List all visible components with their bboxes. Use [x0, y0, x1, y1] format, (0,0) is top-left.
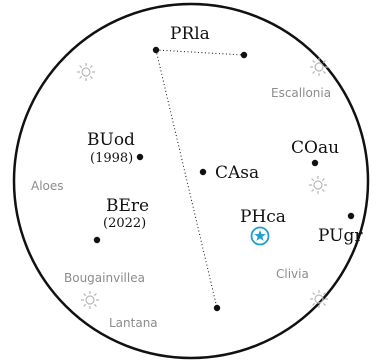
- boundary-circle: [12, 2, 370, 360]
- station-dot-pugr[interactable]: [347, 212, 355, 220]
- plant-label-aloes: Aloes: [31, 179, 64, 193]
- station-label-pugr: PUgr: [318, 226, 363, 246]
- station-dot-casa[interactable]: [199, 168, 207, 176]
- station-dot-coau[interactable]: [311, 159, 319, 167]
- station-label-casa: CAsa: [215, 163, 259, 183]
- station-dot-prla-end[interactable]: [240, 51, 248, 59]
- sun-icon: [77, 63, 95, 81]
- sun-icon: [310, 58, 328, 76]
- dotted-path: [155, 49, 245, 309]
- station-label-phca: PHca: [240, 207, 286, 227]
- station-dot-prla[interactable]: [152, 46, 160, 54]
- station-year-bere: (2022): [103, 216, 146, 231]
- sun-icon: [309, 176, 327, 194]
- station-dot-bere[interactable]: [93, 236, 101, 244]
- station-label-coau: COau: [291, 138, 339, 158]
- station-dot-lower[interactable]: [213, 304, 221, 312]
- sun-icon: [81, 291, 99, 309]
- sun-icon: [310, 290, 328, 308]
- station-label-bere: BEre: [106, 196, 149, 216]
- plant-label-lantana: Lantana: [109, 316, 158, 330]
- station-year-buod: (1998): [90, 151, 133, 166]
- plant-label-escallonia: Escallonia: [271, 86, 331, 100]
- station-dot-buod[interactable]: [136, 153, 144, 161]
- station-label-buod: BUod: [87, 130, 135, 150]
- star-marker-icon[interactable]: [250, 226, 270, 246]
- station-label-prla: PRla: [170, 24, 210, 44]
- plant-label-clivia: Clivia: [276, 267, 309, 281]
- plant-label-bougainvillea: Bougainvillea: [64, 271, 145, 285]
